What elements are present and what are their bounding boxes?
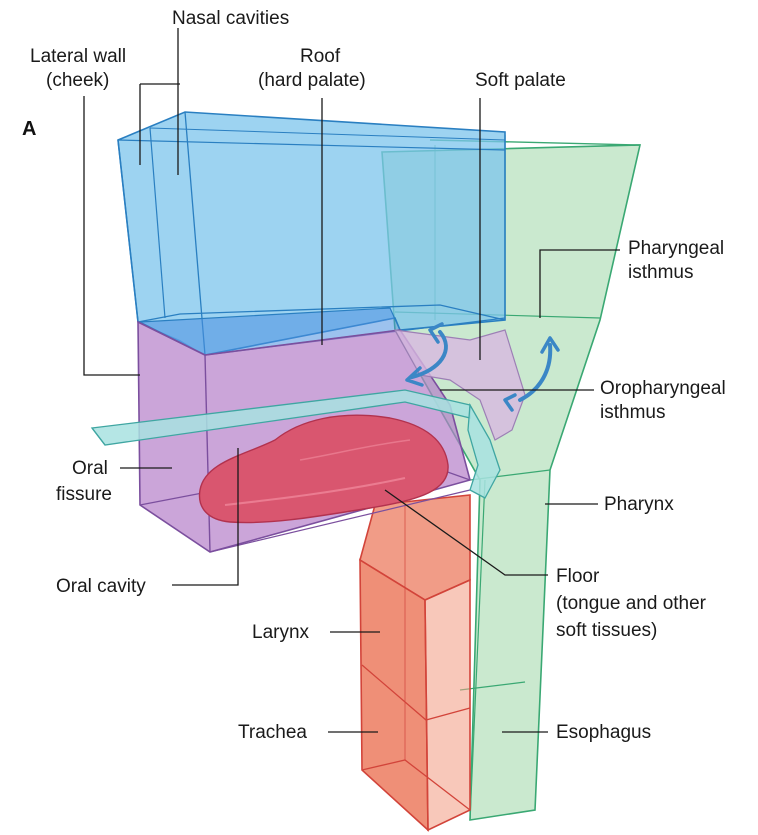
larynx-trachea-shape	[360, 495, 470, 830]
label-oral-fissure: fissure	[56, 484, 112, 505]
label-oropharyngeal-isthmus: isthmus	[600, 402, 665, 423]
label-pharyngeal-isthmus: isthmus	[628, 262, 693, 283]
label-lateral-wall-cheek: (cheek)	[46, 70, 109, 91]
label-oropharyngeal: Oropharyngeal	[600, 378, 726, 399]
label-pharyngeal: Pharyngeal	[628, 238, 724, 259]
label-floor-soft-tissues: soft tissues)	[556, 620, 657, 641]
label-soft-palate: Soft palate	[475, 70, 566, 91]
label-nasal-cavities: Nasal cavities	[172, 8, 289, 29]
label-larynx: Larynx	[252, 622, 310, 643]
label-oral-cavity: Oral cavity	[56, 576, 146, 597]
label-roof: Roof	[300, 46, 341, 67]
label-lateral-wall: Lateral wall	[30, 46, 126, 67]
label-floor: Floor	[556, 566, 600, 587]
label-pharynx: Pharynx	[604, 494, 674, 515]
label-roof-hard-palate: (hard palate)	[258, 70, 366, 91]
label-floor-tongue: (tongue and other	[556, 593, 707, 614]
label-trachea: Trachea	[238, 722, 307, 743]
label-oral: Oral	[72, 458, 108, 479]
panel-letter: A	[22, 118, 36, 140]
label-esophagus: Esophagus	[556, 722, 651, 743]
nasal-cavity-shape	[118, 112, 505, 355]
